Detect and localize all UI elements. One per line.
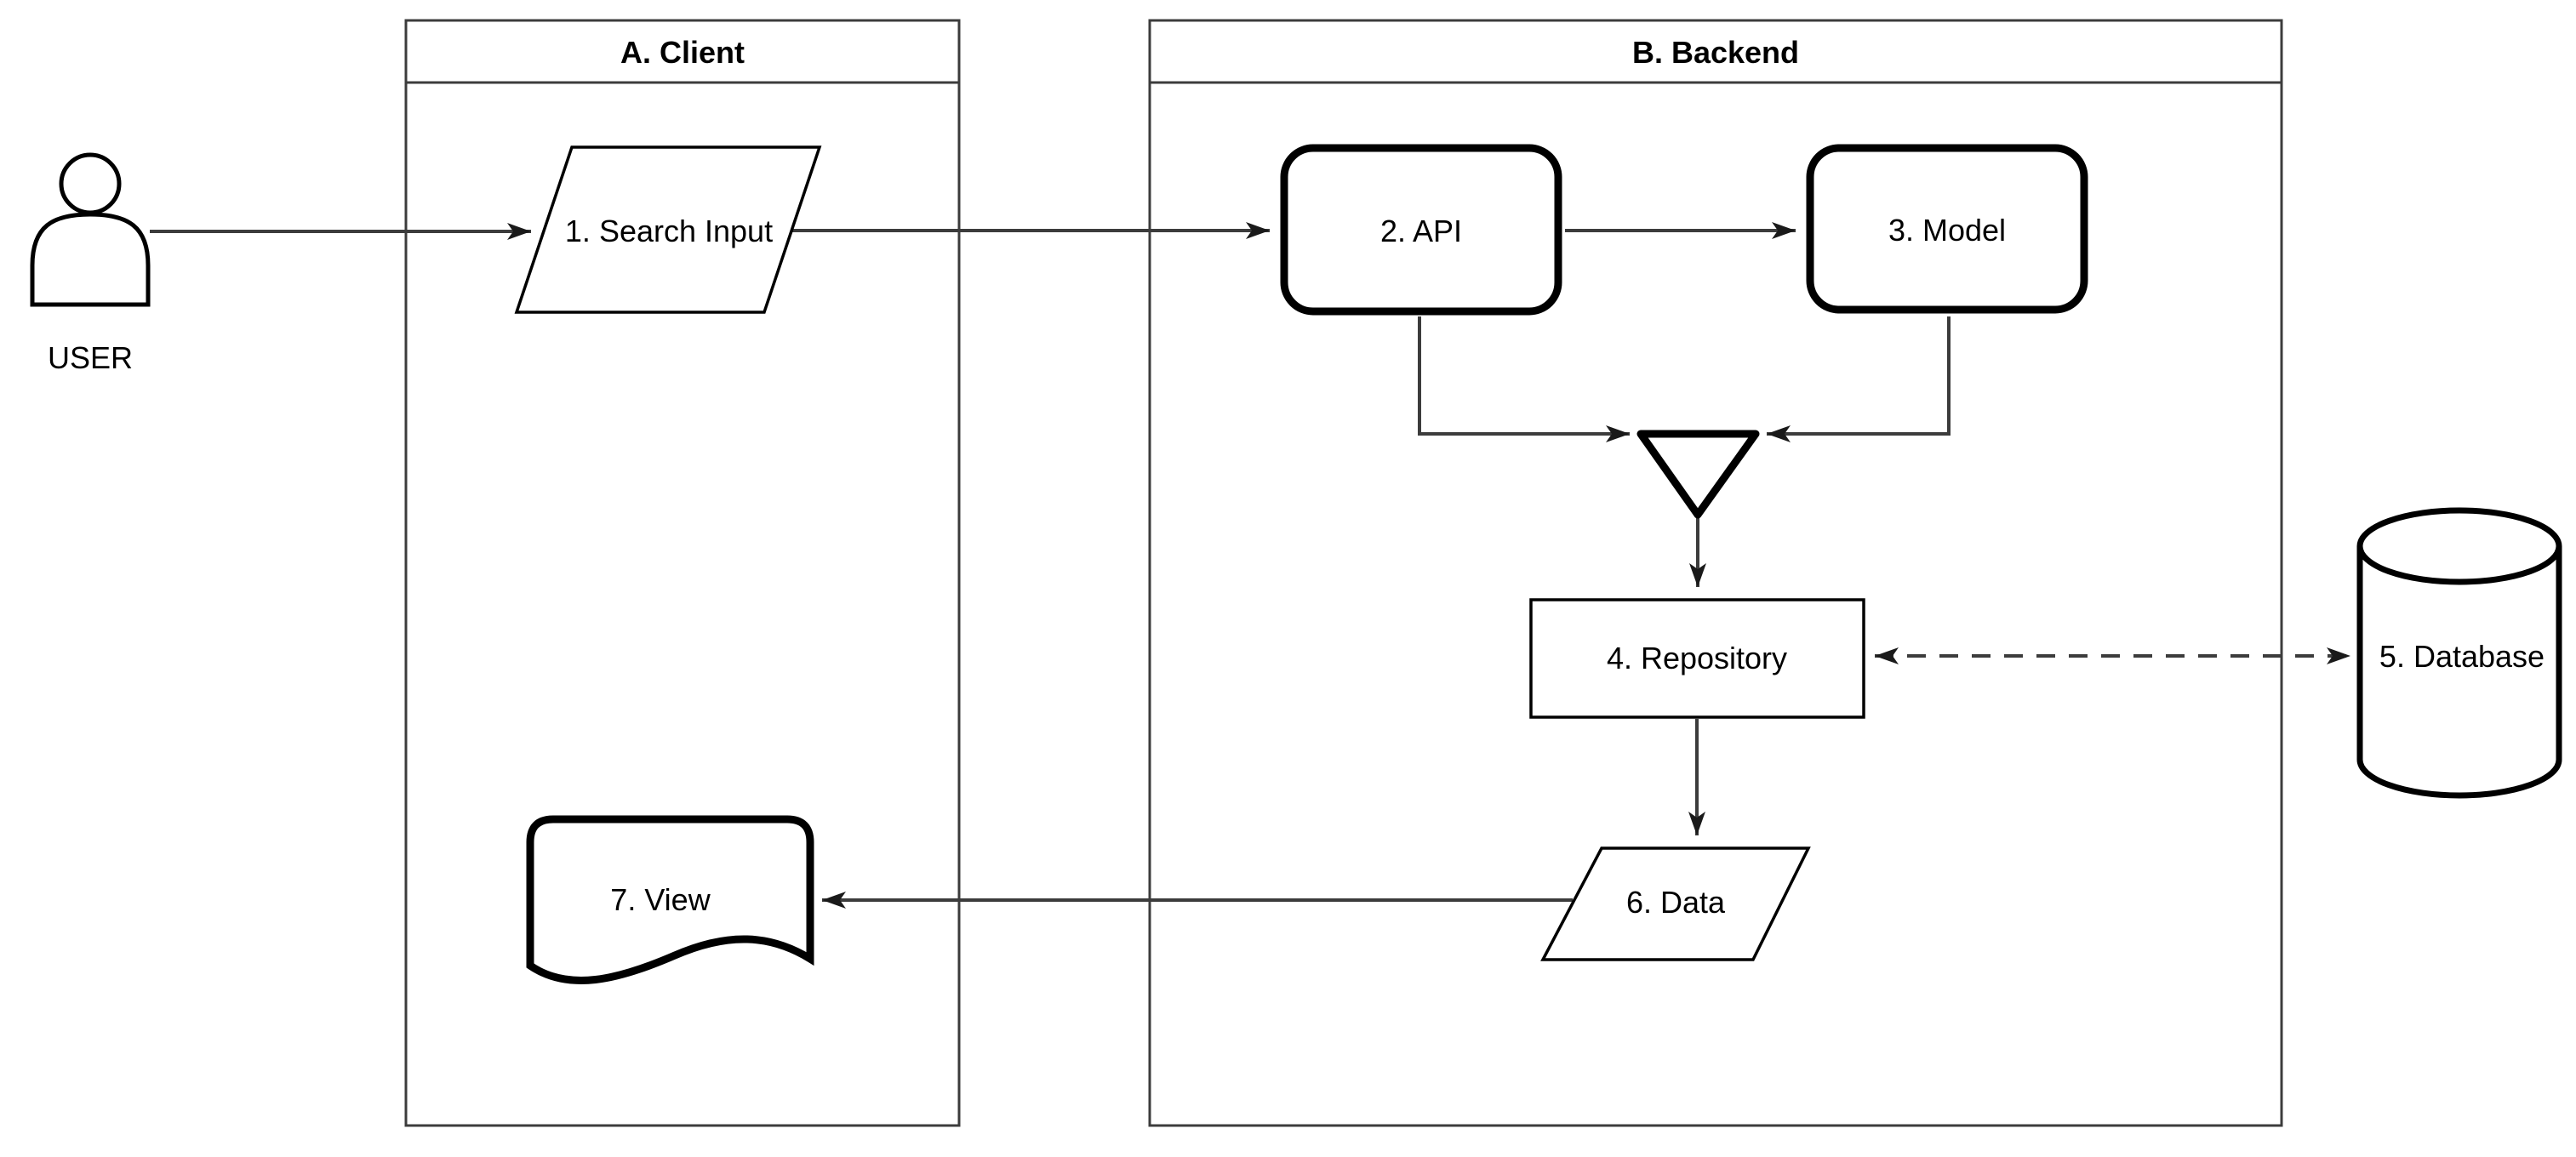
model-shape [1806, 144, 2088, 314]
view-document-shape [526, 815, 814, 984]
model-label: 3. Model [1888, 213, 2007, 248]
user-actor-icon [30, 152, 151, 307]
search-input-shape [514, 145, 822, 314]
backend-container-title: B. Backend [1631, 35, 1800, 71]
database-cylinder-shape [2356, 507, 2562, 799]
api-shape [1280, 144, 1562, 316]
repository-shape [1529, 598, 1865, 719]
client-container-title: A. Client [620, 35, 745, 71]
view-label: 7. View [610, 882, 711, 918]
api-label: 2. API [1379, 214, 1463, 249]
merge-triangle-shape [1636, 430, 1760, 519]
search-input-label: 1. Search Input [564, 214, 774, 249]
database-label: 5. Database [2379, 639, 2545, 675]
repository-label: 4. Repository [1606, 641, 1788, 676]
data-shape [1540, 846, 1811, 961]
data-label: 6. Data [1625, 885, 1726, 920]
user-actor-label: USER [47, 340, 134, 376]
edge-api-to-merge [1418, 316, 1630, 442]
edge-model-to-merge [1767, 316, 1951, 442]
